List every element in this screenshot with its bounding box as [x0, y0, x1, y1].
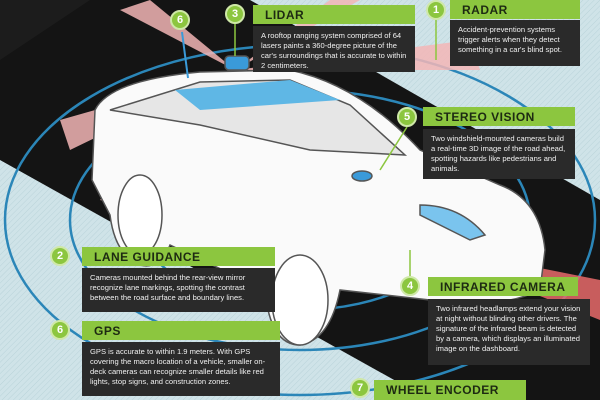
callout-text: GPS is accurate to within 1.9 meters. Wi… [82, 342, 280, 396]
marker-number: 7 [350, 378, 370, 398]
marker-number: 5 [397, 107, 417, 127]
callout-title: WHEEL ENCODER [374, 380, 526, 400]
callout-text: Cameras mounted behind the rear-view mir… [82, 268, 275, 312]
callout-text: Two windshield-mounted cameras build a r… [423, 129, 575, 179]
callout-title: GPS [82, 321, 280, 340]
marker-6-antenna: 6 [170, 10, 190, 30]
callout-text: Accident-prevention systems trigger aler… [450, 20, 580, 66]
callout-title: RADAR [450, 0, 580, 19]
callout-title: LIDAR [253, 5, 415, 24]
marker-number: 2 [50, 246, 70, 266]
callout-text: Two infrared headlamps extend your visio… [428, 299, 590, 365]
marker-number: 1 [426, 0, 446, 20]
callout-title: STEREO VISION [423, 107, 575, 126]
callout-title: LANE GUIDANCE [82, 247, 275, 266]
callout-text: A rooftop ranging system comprised of 64… [253, 26, 415, 72]
callout-title: INFRARED CAMERA [428, 277, 578, 296]
marker-number: 6 [50, 320, 70, 340]
marker-number: 3 [225, 4, 245, 24]
marker-number: 4 [400, 276, 420, 296]
